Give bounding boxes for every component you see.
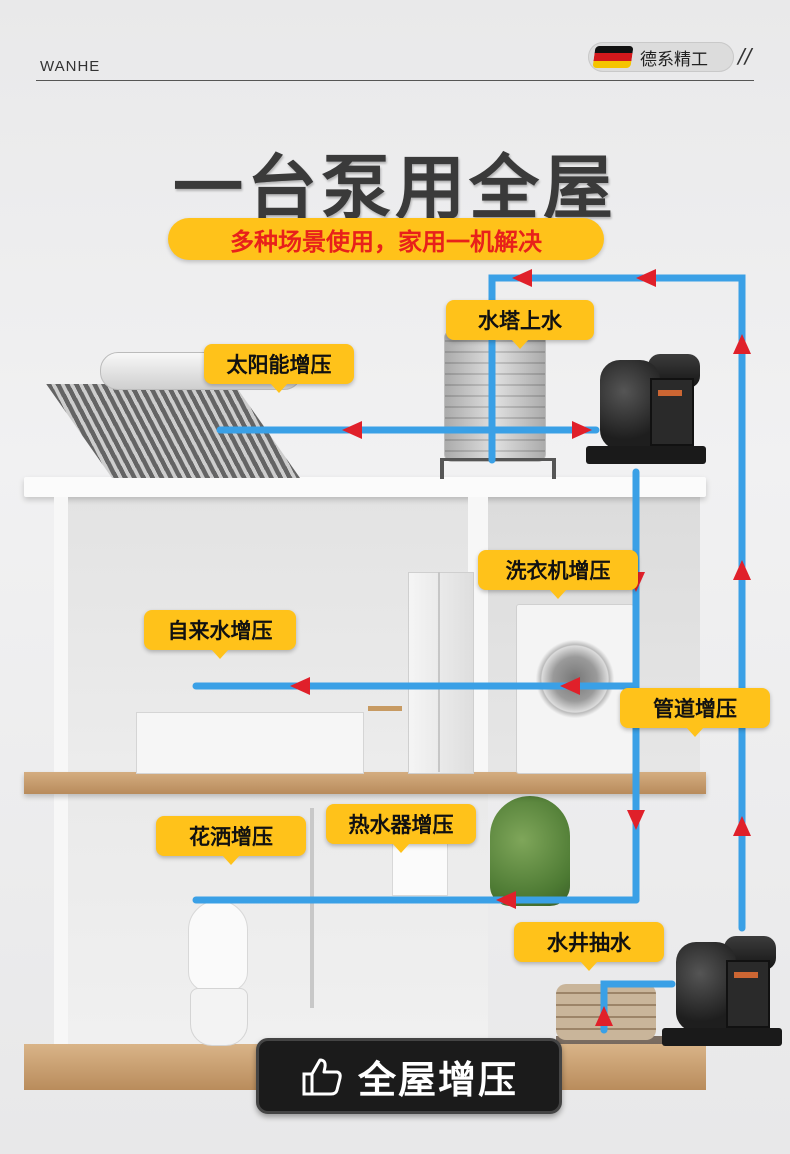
arrow-left-tap — [290, 677, 310, 695]
arrow-left-tap-2 — [560, 677, 580, 695]
pump-display — [658, 390, 682, 396]
roof-slab — [24, 477, 706, 497]
header-divider — [36, 80, 754, 81]
thumbs-up-icon — [302, 1058, 342, 1096]
label-tap-water: 自来水增压 — [144, 610, 296, 659]
label-water-heater: 热水器增压 — [326, 804, 476, 853]
pump-control-panel — [726, 960, 770, 1028]
arrow-up-well — [595, 1006, 613, 1026]
water-tower-stand — [440, 458, 556, 479]
refrigerator-door-split — [438, 572, 440, 772]
arrow-up-3 — [733, 816, 751, 836]
tree-illustration — [490, 796, 570, 906]
arrow-up-1 — [733, 334, 751, 354]
pump-base — [586, 446, 706, 464]
washer-drum — [536, 640, 614, 718]
arrow-up-2 — [733, 560, 751, 580]
brand-name: WANHE — [40, 58, 101, 75]
top-pump — [586, 350, 706, 470]
arrow-down-2 — [627, 810, 645, 830]
label-solar: 太阳能增压 — [204, 344, 354, 393]
bottom-pump — [662, 932, 782, 1052]
label-well: 水井抽水 — [514, 922, 664, 971]
arrow-right-tower — [572, 421, 592, 439]
label-water-tower: 水塔上水 — [446, 300, 594, 349]
slash-decoration: // — [738, 44, 752, 68]
page-title: 一台泵用全屋 — [173, 147, 617, 229]
pump-base — [662, 1028, 782, 1046]
pump-control-panel — [650, 378, 694, 446]
badge-text: 德系精工 — [640, 49, 708, 70]
middle-floor — [24, 772, 706, 794]
toilet-bowl — [190, 988, 248, 1046]
arrow-left-bath — [496, 891, 516, 909]
pump-display — [734, 972, 758, 978]
origin-badge: 德系精工 — [588, 42, 734, 72]
bar-stool — [368, 706, 402, 777]
arrow-left-solar — [342, 421, 362, 439]
cta-label: 全屋增压 — [357, 1057, 518, 1102]
label-pipeline: 管道增压 — [620, 688, 770, 737]
arrow-left-top — [512, 269, 532, 287]
pipe-top-loop — [488, 274, 746, 932]
arrow-left-top-2 — [636, 269, 656, 287]
kitchen-cabinet — [136, 712, 364, 774]
label-shower: 花洒增压 — [156, 816, 306, 865]
shower-rail — [310, 808, 314, 1008]
refrigerator — [408, 572, 474, 774]
label-washer: 洗衣机增压 — [478, 550, 638, 599]
whole-house-boost-banner: 全屋增压 — [256, 1038, 562, 1114]
subtitle-banner: 多种场景使用，家用一机解决 — [168, 218, 604, 260]
